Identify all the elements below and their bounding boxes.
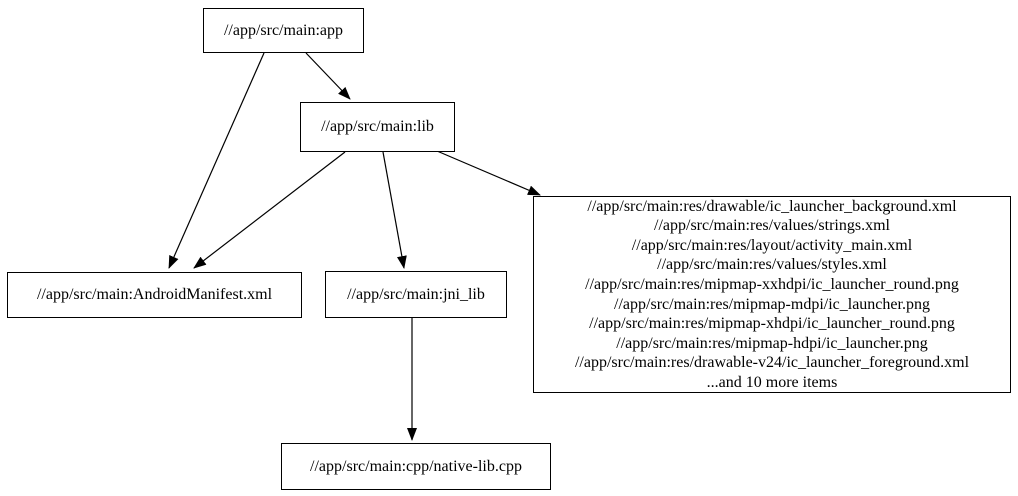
resource-item: //app/src/main:res/drawable/ic_launcher_… [587,197,957,215]
resource-item: //app/src/main:res/mipmap-hdpi/ic_launch… [616,334,928,352]
resource-item: //app/src/main:res/values/strings.xml [654,217,890,235]
node-jni-lib-label: //app/src/main:jni_lib [347,285,485,303]
edge-lib-to-resources [436,150,541,196]
edge-app-to-lib [305,52,351,100]
edge-lib-to-jni-lib [382,151,407,269]
edge-lib-to-manifest [193,151,346,269]
node-native-lib-cpp-label: //app/src/main:cpp/native-lib.cpp [310,457,522,475]
node-resources-group: //app/src/main:res/drawable/ic_launcher_… [533,196,1011,393]
resource-item: //app/src/main:res/layout/activity_main.… [631,236,913,254]
resource-item: //app/src/main:res/drawable-v24/ic_launc… [574,354,970,372]
resource-item: //app/src/main:res/mipmap-mdpi/ic_launch… [614,295,930,313]
resource-item: //app/src/main:res/mipmap-xxhdpi/ic_laun… [585,275,959,293]
edge-app-to-manifest [168,52,265,269]
node-android-manifest-label: //app/src/main:AndroidManifest.xml [36,286,273,304]
node-lib-label: //app/src/main:lib [321,118,434,136]
node-native-lib-cpp: //app/src/main:cpp/native-lib.cpp [281,443,551,490]
node-app: //app/src/main:app [203,8,364,53]
resource-item: //app/src/main:res/mipmap-xhdpi/ic_launc… [589,315,955,333]
resource-item: //app/src/main:res/values/styles.xml [657,256,887,274]
node-app-label: //app/src/main:app [223,21,344,39]
node-android-manifest: //app/src/main:AndroidManifest.xml [7,272,302,318]
resource-more-items: ...and 10 more items [706,373,838,391]
node-lib: //app/src/main:lib [300,102,455,152]
node-jni-lib: //app/src/main:jni_lib [325,271,507,318]
